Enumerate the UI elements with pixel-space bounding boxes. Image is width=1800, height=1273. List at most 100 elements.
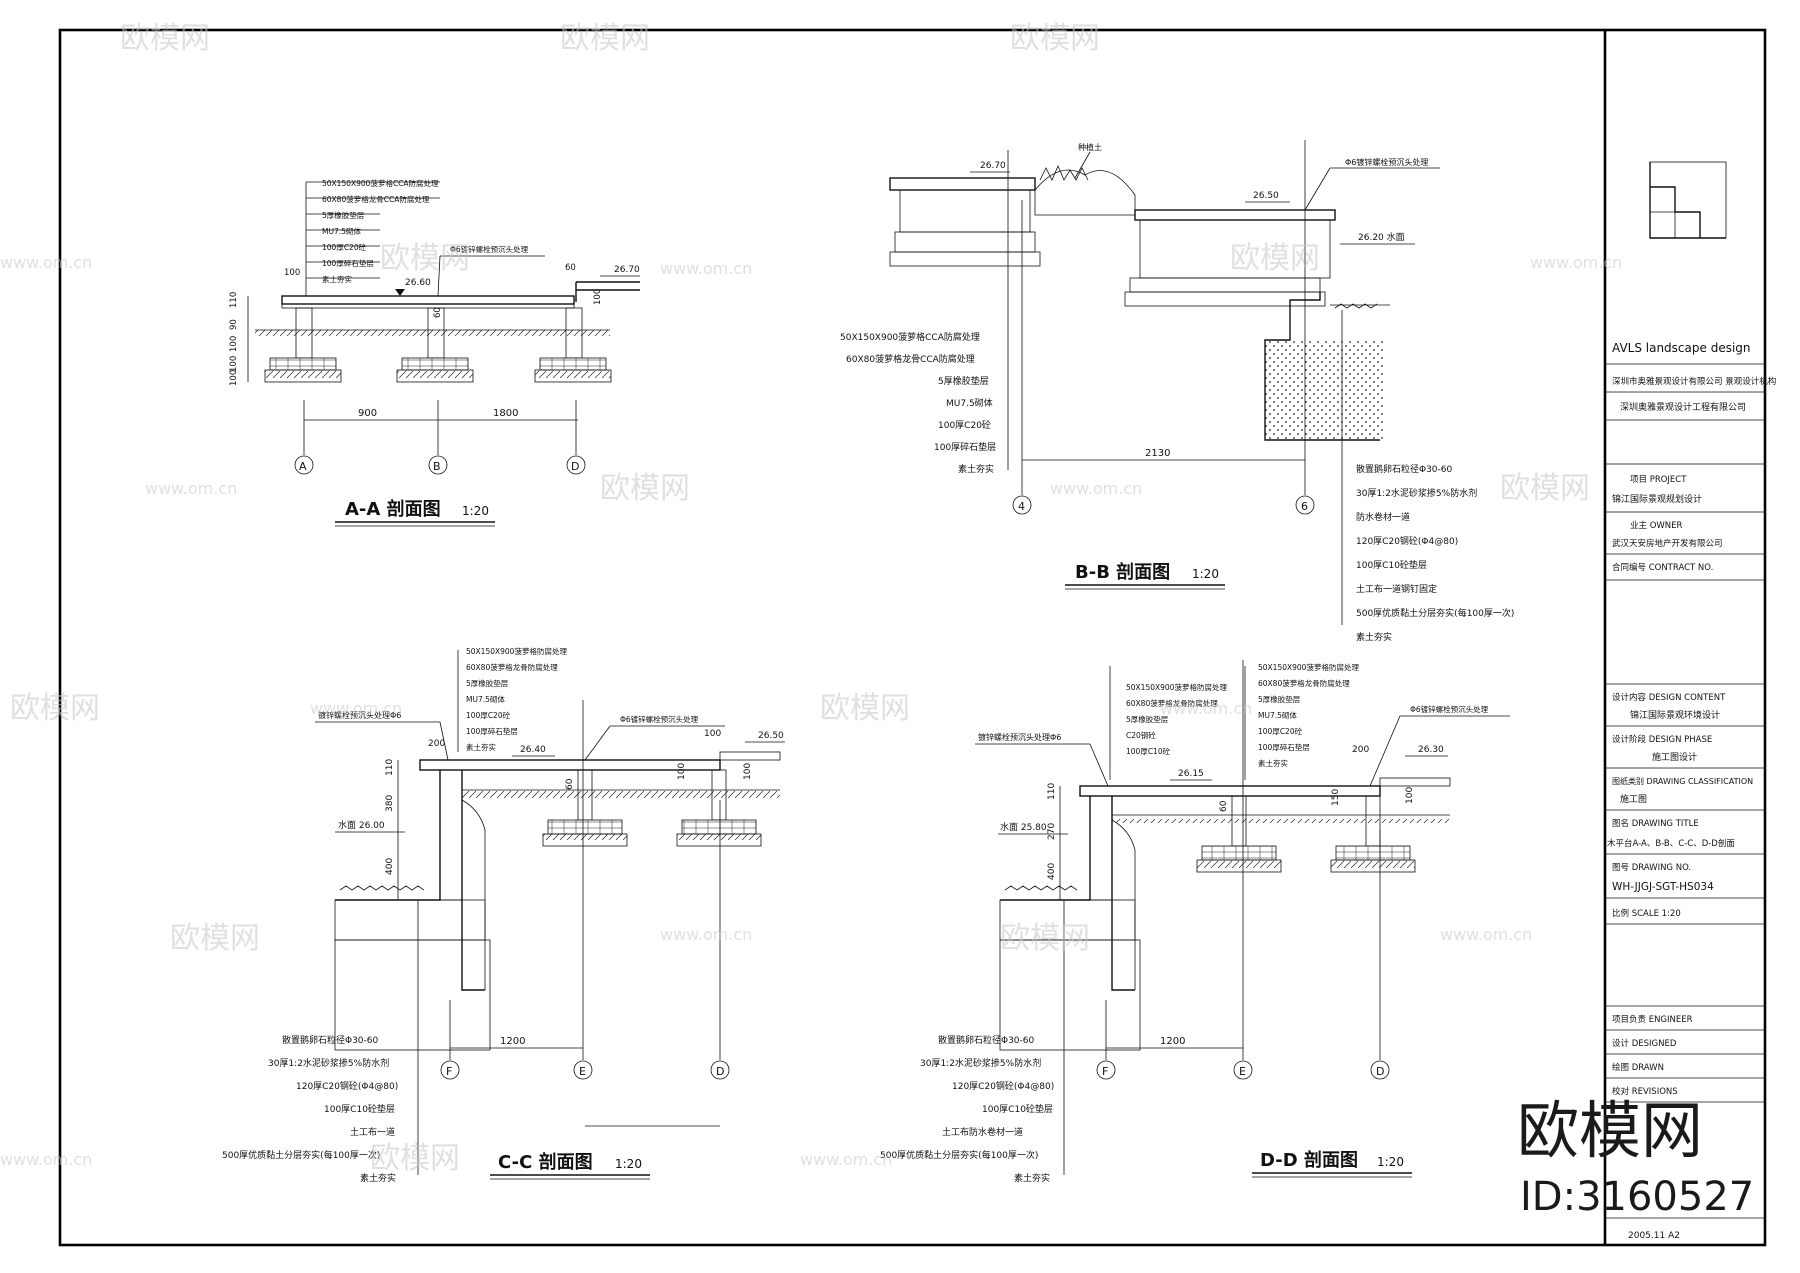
svg-text:www.om.cn: www.om.cn [0,1150,92,1169]
svg-text:www.om.cn: www.om.cn [1160,699,1252,718]
svg-text:4: 4 [1018,500,1025,513]
cc-dim-100b: 100 [677,763,687,780]
cc-note-bottom-6: 500厚优质黏土分层夯实(每100厚一次) [222,1149,380,1161]
aa-note-4: MU7.5砌体 [322,226,361,236]
cc-dim-v-3: 400 [385,858,395,875]
dd-note-top-a-4: C20钢砼 [1126,730,1156,740]
project-label: 项目 PROJECT [1630,475,1687,485]
svg-text:www.om.cn: www.om.cn [1530,253,1622,272]
dd-title: D-D 剖面图 [1260,1149,1358,1171]
svg-text:欧模网: 欧模网 [1500,471,1590,506]
section-aa: 50X150X900菠萝格CCA防腐处理 60X80菠萝格龙骨CCA防腐处理 5… [229,178,640,527]
bb-title: B-B 剖面图 [1075,561,1170,583]
svg-text:欧模网: 欧模网 [820,691,910,726]
cc-scale: 1:20 [615,1157,642,1171]
cc-note-top-3: 5厚橡胶垫层 [466,678,509,688]
svg-text:www.om.cn: www.om.cn [1440,925,1532,944]
aa-dim-100: 100 [284,268,300,278]
cc-note-top-4: MU7.5砌体 [466,694,505,704]
drawing-type-value: 施工图 [1620,793,1647,805]
bb-elev-2: 26.50 [1253,191,1279,201]
svg-text:F: F [446,1065,452,1078]
aa-note-3: 5厚橡胶垫层 [322,210,365,220]
bb-note-right-2: 30厚1:2水泥砂浆掺5%防水剂 [1356,487,1477,499]
cc-note-top-7: 素土夯实 [466,742,496,752]
bb-note-left-6: 100厚碎石垫层 [934,441,996,453]
watermark-layer: 欧模网 欧模网 欧模网 欧模网 欧模网 欧模网 欧模网 欧模网 欧模网 欧模网 … [0,21,1754,1220]
svg-text:www.om.cn: www.om.cn [660,925,752,944]
svg-text:欧模网: 欧模网 [10,691,100,726]
bb-note-left-7: 素土夯实 [958,463,994,475]
design-content-label: 设计内容 DESIGN CONTENT [1612,692,1726,703]
svg-text:www.om.cn: www.om.cn [1050,479,1142,498]
dd-note-top-a-1: 50X150X900菠萝格防腐处理 [1126,682,1227,692]
cc-callout-left: 镀锌螺栓预沉头处理Φ6 [318,710,401,720]
svg-text:欧模网: 欧模网 [1010,21,1100,56]
cc-title: C-C 剖面图 [498,1151,593,1173]
cc-elev-2: 26.50 [758,731,784,741]
dd-scale: 1:20 [1377,1155,1404,1169]
drawing-no-value: WH-JJGJ-SGT-HS034 [1612,881,1714,893]
aa-note-7: 素土夯实 [322,274,352,284]
cc-dim-v-2: 380 [385,795,395,812]
cc-note-bottom-3: 120厚C20钢砼(Φ4@80) [296,1080,398,1092]
svg-text:欧模网: 欧模网 [1230,241,1320,276]
svg-text:www.om.cn: www.om.cn [145,479,237,498]
cc-note-top-1: 50X150X900菠萝格防腐处理 [466,646,567,656]
svg-text:6: 6 [1301,500,1308,513]
svg-text:欧模网: 欧模网 [1000,921,1090,956]
svg-text:欧模网: 欧模网 [600,471,690,506]
design-phase-value: 施工图设计 [1652,751,1697,763]
svg-text:D: D [1376,1065,1384,1078]
company-logo-icon [1649,161,1727,239]
aa-dim-v-4: 100 [229,356,239,372]
svg-text:欧模网: 欧模网 [120,21,210,56]
bb-scale: 1:20 [1192,567,1219,581]
cc-water: 水面 26.00 [338,819,385,831]
svg-text:E: E [579,1065,586,1078]
svg-text:A: A [299,460,307,473]
dd-elev-2: 26.30 [1418,745,1444,755]
dd-note-top-b-2: 60X80菠萝格龙骨防腐处理 [1258,678,1350,688]
section-dd: 50X150X900菠萝格防腐处理 60X80菠萝格龙骨防腐处理 5厚橡胶垫层 … [880,660,1510,1184]
dd-note-bottom-4: 100厚C10砼垫层 [982,1103,1053,1115]
dd-dim: 1200 [1160,1036,1185,1047]
aa-dim-v-3: 100 [229,336,239,352]
dd-dim-150: 150 [1331,789,1341,806]
dd-axis-markers: F E D [1096,1060,1390,1080]
cc-dim-100c: 100 [743,763,753,780]
bb-note-right-5: 100厚C10砼垫层 [1356,559,1427,571]
svg-text:www.om.cn: www.om.cn [0,253,92,272]
contract-label: 合同编号 CONTRACT NO. [1612,562,1713,573]
cc-elev-1: 26.40 [520,745,546,755]
bb-callout: Φ6镀锌螺栓预沉头处理 [1345,157,1428,167]
drawn-label: 绘图 DRAWN [1612,1062,1664,1073]
dd-note-top-b-3: 5厚橡胶垫层 [1258,694,1301,704]
dd-callout-left: 镀锌螺栓预沉头处理Φ6 [978,732,1061,742]
bb-note-right-6: 土工布一道钢钉固定 [1356,583,1437,595]
aa-dim-100b: 100 [593,289,603,305]
bb-note-right-3: 防水卷材一道 [1356,511,1410,523]
dd-note-top-a-5: 100厚C10砼 [1126,746,1171,756]
svg-text:www.om.cn: www.om.cn [310,699,402,718]
aa-elev-2: 26.70 [614,265,640,275]
aa-title: A-A 剖面图 [345,498,441,520]
dd-note-bottom-3: 120厚C20钢砼(Φ4@80) [952,1080,1054,1092]
svg-text:B: B [433,460,441,473]
cc-note-top-5: 100厚C20砼 [466,710,511,720]
cc-note-bottom-1: 散置鹅卵石粒径Φ30-60 [282,1034,379,1046]
dd-water: 水面 25.80 [1000,821,1047,833]
svg-text:www.om.cn: www.om.cn [800,1150,892,1169]
bb-planting-label: 种植土 [1078,142,1102,152]
cc-axis-markers: F E D [440,1060,730,1080]
drawing-title-value: 木平台A-A、B-B、C-C、D-D剖面 [1607,838,1735,849]
aa-dim-v-5: 100 [229,370,239,386]
cc-dim-v-1: 110 [385,759,395,776]
dd-note-bottom-7: 素土夯实 [1014,1172,1050,1184]
aa-note-6: 100厚碎石垫层 [322,258,374,268]
svg-text:D: D [716,1065,724,1078]
aa-note-5: 100厚C20砼 [322,242,367,252]
cc-dim-100: 100 [704,729,721,739]
bb-axis-markers: 4 6 [1012,495,1315,515]
